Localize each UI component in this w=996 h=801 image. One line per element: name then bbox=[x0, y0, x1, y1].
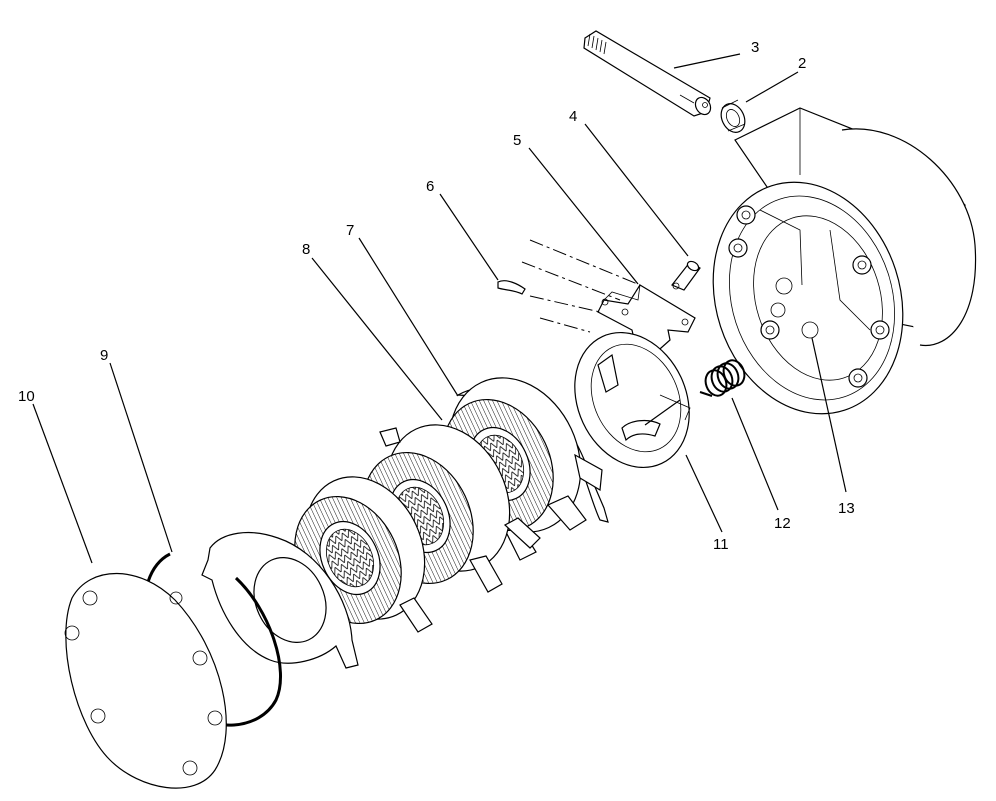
callout-3: 3 bbox=[751, 39, 759, 56]
callout-12: 12 bbox=[774, 515, 791, 532]
callout-2: 2 bbox=[798, 55, 806, 72]
actuator-shaft bbox=[583, 30, 712, 117]
brake-housing bbox=[712, 107, 977, 415]
actuating-ring bbox=[574, 331, 691, 469]
shaft-seal bbox=[720, 99, 746, 133]
callout-9: 9 bbox=[100, 347, 108, 364]
pivot-pin bbox=[671, 260, 701, 291]
callout-labels: 2 3 4 5 6 7 8 9 10 11 12 13 bbox=[18, 39, 855, 553]
callout-6: 6 bbox=[426, 178, 434, 195]
callout-5: 5 bbox=[513, 132, 521, 149]
leader-lines bbox=[32, 53, 847, 564]
callout-4: 4 bbox=[569, 108, 577, 125]
callout-13: 13 bbox=[838, 500, 855, 517]
gasket bbox=[64, 572, 227, 789]
pressure-plate bbox=[201, 531, 359, 669]
callout-10: 10 bbox=[18, 388, 35, 405]
callout-11: 11 bbox=[713, 536, 729, 553]
cotter-pin bbox=[497, 239, 641, 333]
callout-8: 8 bbox=[302, 241, 310, 258]
callout-7: 7 bbox=[346, 222, 354, 239]
return-spring bbox=[699, 359, 746, 397]
